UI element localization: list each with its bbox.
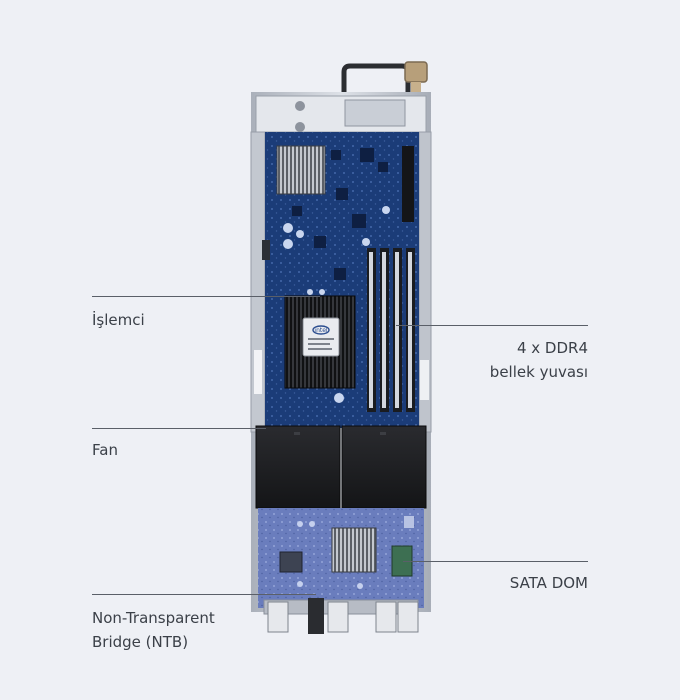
label-memory-line2: bellek yuvası — [489, 363, 588, 381]
leader-ntb — [92, 594, 316, 595]
riser-slot — [402, 146, 414, 222]
label-ntb-line1: Non-Transparent — [92, 609, 215, 627]
leader-cpu — [92, 296, 320, 297]
cpu-chip — [302, 317, 340, 357]
leader-sata — [403, 561, 588, 562]
label-cpu: İşlemci — [92, 308, 145, 332]
label-memory-line1: 4 x DDR4 — [516, 339, 588, 357]
leader-fan — [92, 428, 266, 429]
chip-brand-label: intel — [314, 327, 328, 334]
thumb-screw — [404, 61, 428, 83]
label-fan: Fan — [92, 438, 118, 462]
label-cpu-text: İşlemci — [92, 311, 145, 329]
ntb-cable — [308, 598, 324, 634]
chassis-handle — [341, 63, 411, 92]
label-ntb-line2: Bridge (NTB) — [92, 633, 189, 651]
chipset-heatsink — [276, 145, 326, 195]
ddr4-slots — [367, 248, 415, 412]
label-sata-text: SATA DOM — [509, 574, 588, 592]
leader-memory — [396, 325, 588, 326]
fan-left — [255, 425, 341, 509]
cpu-heatsink — [284, 295, 356, 389]
label-fan-text: Fan — [92, 441, 118, 459]
label-sata: SATA DOM — [510, 571, 588, 595]
label-memory: 4 x DDR4 bellek yuvası — [490, 336, 588, 384]
ntb-heatsink — [331, 527, 377, 573]
fan-right — [341, 425, 427, 509]
label-ntb: Non-Transparent Bridge (NTB) — [92, 606, 215, 654]
